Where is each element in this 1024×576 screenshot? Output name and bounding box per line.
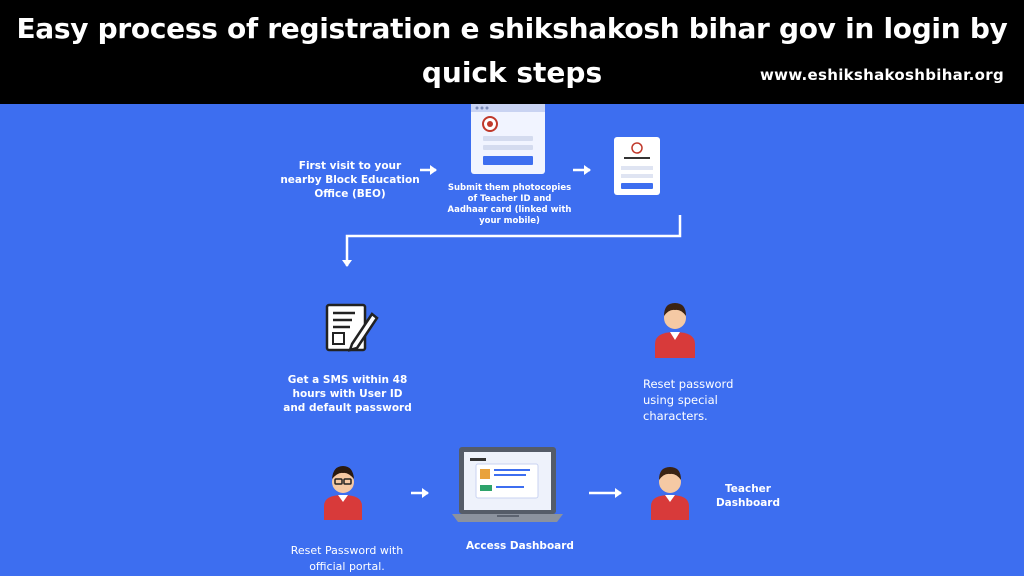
website-link[interactable]: www.eshikshakoshbihar.org: [760, 66, 1004, 84]
step-reset-special: Reset password using special characters.: [643, 377, 734, 423]
title-banner: Easy process of registration e shikshako…: [0, 0, 1024, 104]
form-window-icon: [471, 104, 545, 174]
step-teacher-dashboard: Teacher Dashboard: [715, 483, 781, 509]
person-icon: [655, 303, 695, 358]
page-title-line2: quick steps: [421, 56, 603, 89]
person-icon: [651, 467, 689, 520]
step-submit-documents: Submit them photocopies of Teacher ID an…: [447, 183, 572, 226]
step-visit-beo: First visit to your nearby Block Educati…: [280, 160, 420, 200]
document-pen-icon: [325, 303, 379, 352]
person-glasses-icon: [324, 466, 362, 520]
connector-arrow: [342, 215, 682, 267]
step-access-dashboard: Access Dashboard: [466, 540, 574, 552]
flow-arrows: [342, 165, 682, 498]
step-reset-official: Reset Password with official portal.: [290, 544, 404, 573]
login-card-icon: [614, 137, 660, 195]
page-title: Easy process of registration e shikshako…: [16, 12, 1008, 45]
laptop-dashboard-icon: [452, 447, 563, 522]
step-get-sms: Get a SMS within 48 hours with User ID a…: [283, 374, 412, 414]
